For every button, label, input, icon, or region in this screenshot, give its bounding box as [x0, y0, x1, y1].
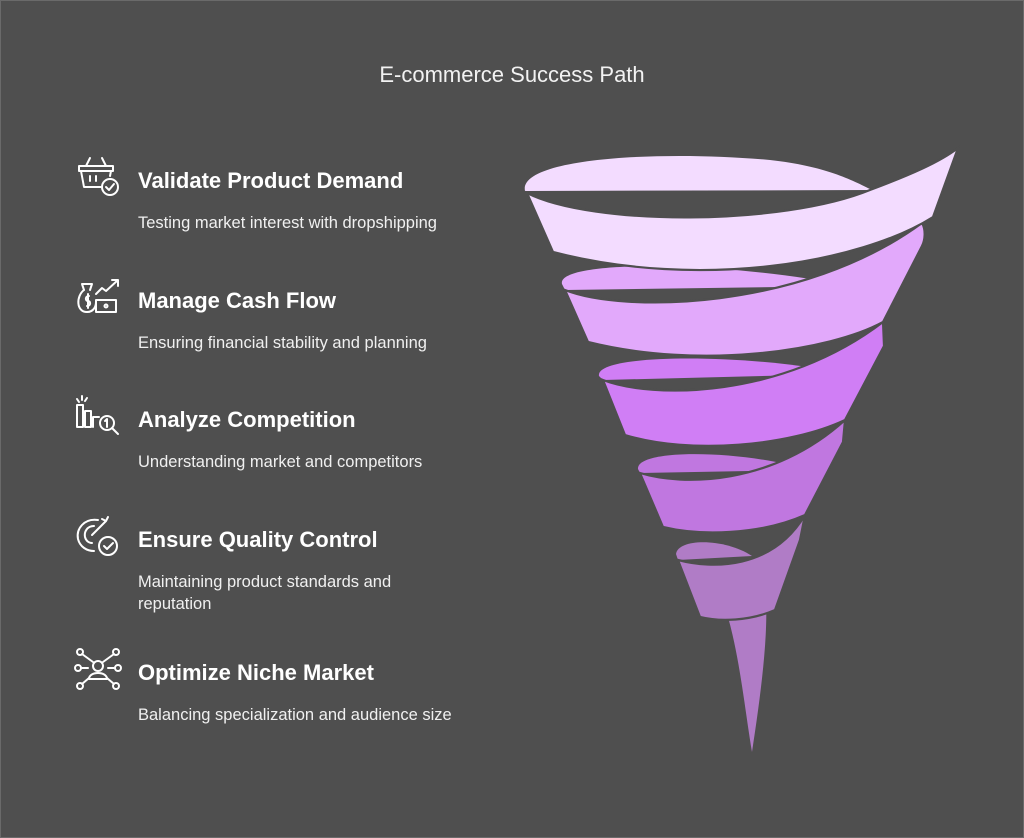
basket-check-icon — [78, 157, 119, 196]
step-description: Testing market interest with dropshippin… — [138, 214, 437, 232]
step-heading: Validate Product Demand — [138, 168, 404, 193]
funnel-level-1 — [524, 144, 961, 272]
target-check-icon — [76, 516, 118, 556]
chart-search-icon — [76, 395, 119, 435]
step-heading: Manage Cash Flow — [138, 288, 337, 313]
diagram-title: E-commerce Success Path — [379, 62, 645, 87]
step-heading: Ensure Quality Control — [138, 527, 378, 552]
funnel-level-1-back — [524, 155, 872, 191]
step-heading: Optimize Niche Market — [138, 660, 374, 685]
money-growth-icon — [77, 279, 119, 313]
step-description: Understanding market and competitors — [138, 453, 423, 471]
funnel-tip — [728, 600, 767, 752]
network-person-icon — [74, 648, 122, 690]
step-description: Ensuring financial stability and plannin… — [138, 334, 427, 352]
step-description: Balancing specialization and audience si… — [138, 706, 452, 724]
step-description: Maintaining product standards and reputa… — [138, 573, 392, 613]
funnel-level-2-back — [561, 266, 850, 290]
funnel-level-5-back — [676, 542, 752, 560]
funnel-level-3 — [601, 319, 886, 447]
step-heading: Analyze Competition — [138, 407, 356, 432]
funnel-level-2 — [562, 221, 926, 357]
